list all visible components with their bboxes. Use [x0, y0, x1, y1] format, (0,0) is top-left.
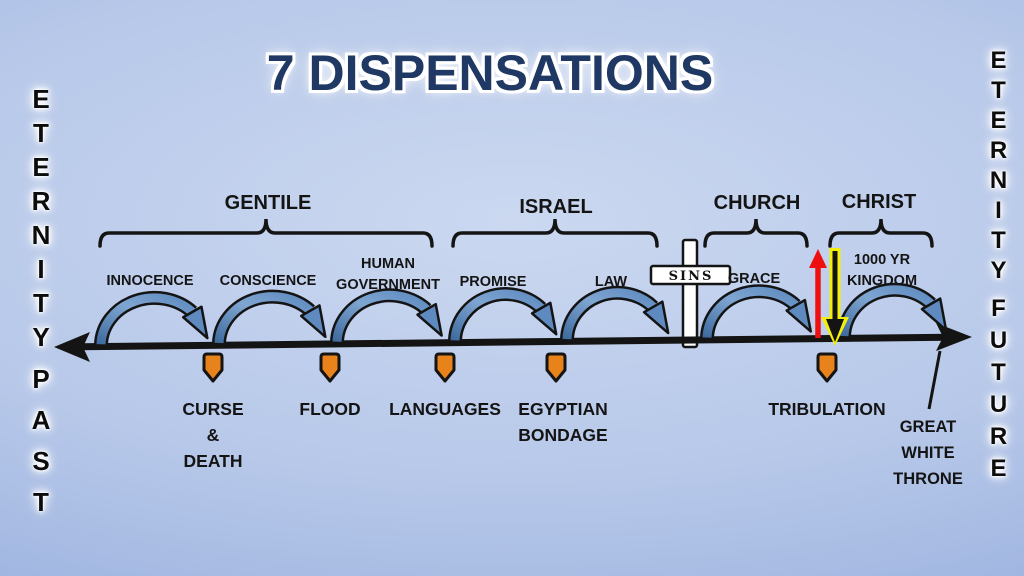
- label-line: CURSE: [182, 399, 244, 419]
- label-line: CONSCIENCE: [219, 273, 317, 289]
- label-line: GOVERNMENT: [336, 277, 440, 293]
- dispensation-arc-human-government: [330, 288, 443, 343]
- section-label-israel: ISRAEL: [519, 196, 593, 218]
- brace-christ: [828, 218, 934, 248]
- dispensation-label-conscience: CONSCIENCE: [220, 271, 317, 292]
- label-line: GREAT: [899, 418, 957, 436]
- event-label-curse-death: CURSE & DEATH: [182, 396, 243, 474]
- cross-icon: [649, 238, 732, 349]
- dispensation-arc-1000-yr-kingdom: [837, 282, 948, 337]
- label-line: LANGUAGES: [389, 399, 501, 419]
- label-line: THRONE: [893, 470, 963, 488]
- label-line: DEATH: [183, 451, 243, 471]
- label-line: INNOCENCE: [106, 273, 194, 289]
- label-line: KINGDOM: [846, 273, 918, 289]
- label-line: LAW: [594, 274, 628, 290]
- dispensation-label-law: LAW: [595, 272, 627, 293]
- label-line: 1000 YR: [853, 252, 911, 268]
- label-line: GRACE: [727, 271, 781, 287]
- dispensation-arc-law: [560, 285, 670, 340]
- rapture-up-arrow: [809, 249, 827, 338]
- event-marker-egyptian-bondage: [545, 352, 567, 383]
- event-label-languages: LANGUAGES: [389, 396, 501, 422]
- label-line: PROMISE: [459, 274, 527, 290]
- event-marker-languages: [434, 352, 456, 383]
- dispensation-label-kingdom: 1000 YR KINGDOM: [847, 250, 917, 292]
- dispensation-arc-innocence: [94, 290, 209, 345]
- eternity-future-eternity-text: ETERNITY: [985, 47, 1012, 287]
- dispensation-label-innocence: INNOCENCE: [106, 271, 193, 292]
- second-coming-down-arrow: [821, 248, 849, 346]
- great-white-throne-pointer-line: [927, 350, 942, 410]
- event-label-flood: FLOOD: [299, 396, 360, 422]
- event-label-egyptian-bondage: EGYPTIAN BONDAGE: [518, 396, 607, 448]
- dispensation-label-promise: PROMISE: [460, 272, 527, 293]
- event-marker-curse-death: [202, 352, 224, 383]
- great-white-throne-label: GREAT WHITE THRONE: [893, 414, 963, 492]
- cross-sins-label: SINS: [668, 269, 714, 284]
- label-line: FLOOD: [299, 399, 361, 419]
- event-marker-flood: [319, 352, 341, 383]
- event-label-tribulation: TRIBULATION: [768, 396, 885, 422]
- label-line: EGYPTIAN: [518, 399, 608, 419]
- brace-church: [703, 218, 809, 248]
- section-label-gentile: GENTILE: [224, 192, 312, 214]
- dispensation-arc-conscience: [212, 289, 327, 344]
- eternity-past-past-text: PAST: [26, 364, 56, 528]
- dispensation-label-human-government: HUMAN GOVERNMENT: [336, 254, 440, 296]
- section-label-christ: CHRIST: [841, 191, 917, 213]
- brace-israel: [451, 218, 659, 248]
- section-label-church: CHURCH: [713, 192, 801, 214]
- brace-gentile: [98, 218, 434, 248]
- label-line: TRIBULATION: [768, 399, 886, 419]
- page-title: 7 DISPENSATIONS: [266, 45, 714, 101]
- label-line: &: [206, 425, 220, 445]
- label-line: BONDAGE: [518, 425, 608, 445]
- eternity-past-eternity-text: ETERNITY: [26, 84, 56, 356]
- label-line: HUMAN: [361, 256, 415, 272]
- dispensation-arc-promise: [448, 287, 558, 341]
- eternity-future-future-text: FUTURE: [985, 295, 1012, 487]
- label-line: WHITE: [901, 444, 955, 462]
- dispensation-arc-grace: [700, 284, 813, 339]
- dispensation-label-grace: GRACE: [728, 269, 780, 290]
- event-marker-tribulation: [816, 352, 838, 383]
